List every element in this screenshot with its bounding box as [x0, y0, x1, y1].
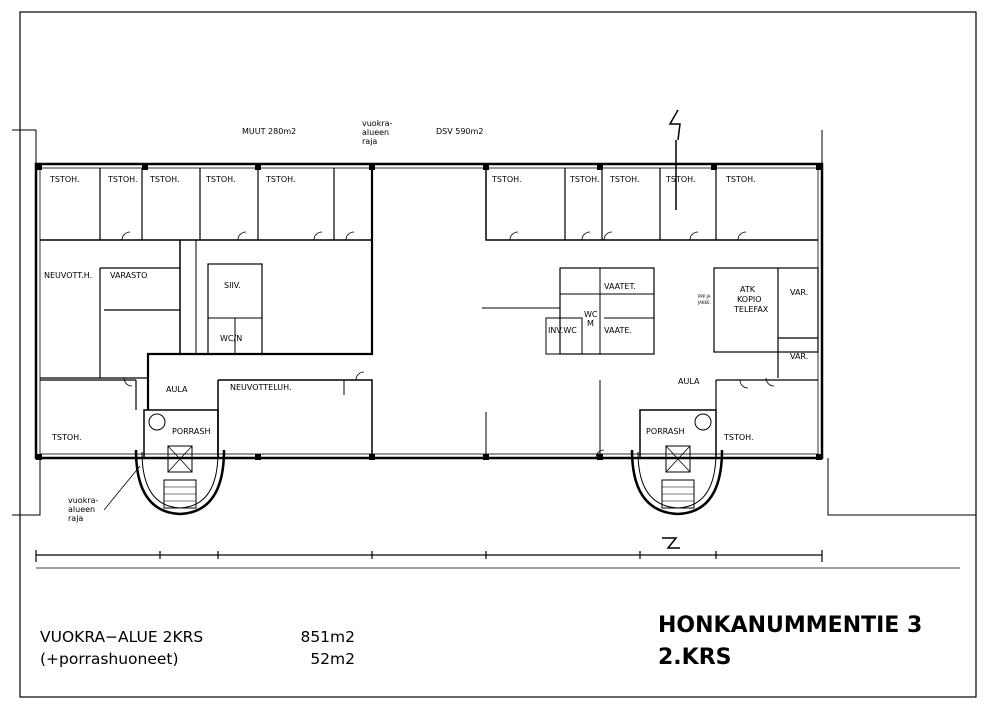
room-labels: TSTOH. TSTOH. TSTOH. TSTOH. TSTOH. TSTOH…: [44, 175, 808, 442]
room-var-2: VAR.: [790, 352, 808, 361]
room-tstoh: TSTOH.: [723, 433, 754, 442]
room-porrash-right: PORRASH: [646, 427, 684, 436]
boundary-label-bottom-3: raja: [68, 514, 83, 523]
room-wc-n: WC/N: [220, 334, 242, 343]
room-siiv: SIIV.: [224, 281, 241, 290]
room-tstoh: TSTOH.: [665, 175, 696, 184]
boundary-label-bottom-1: vuokra-: [68, 496, 99, 505]
room-tstoh: TSTOH.: [205, 175, 236, 184]
room-atk-3: TELEFAX: [733, 305, 769, 314]
room-tstoh: TSTOH.: [49, 175, 80, 184]
room-ppp-2: JAKKE.: [697, 300, 711, 305]
title-block: HONKANUMMENTIE 3 2.KRS: [658, 613, 922, 670]
room-wc-m-2: M: [587, 319, 594, 328]
room-atk-1: ATK: [740, 285, 756, 294]
room-porrash-left: PORRASH: [172, 427, 210, 436]
door-swings: [121, 231, 775, 459]
dsv-area-label: DSV 590m2: [436, 127, 483, 136]
summary-line2-value: 52m2: [310, 650, 355, 668]
room-wc-m-1: WC: [584, 310, 598, 319]
room-neuvotteluh: NEUVOTTELUH.: [230, 383, 292, 392]
stair-tower-right: [630, 409, 724, 516]
floor-title: 2.KRS: [658, 645, 732, 670]
boundary-label-top-1: vuokra-: [362, 119, 393, 128]
summary-line2-label: (+porrashuoneet): [40, 650, 179, 668]
structural-columns: [36, 164, 822, 460]
room-tstoh: TSTOH.: [149, 175, 180, 184]
boundary-label-top-3: raja: [362, 137, 377, 146]
stair-tower-left: [134, 409, 226, 516]
room-tstoh: TSTOH.: [725, 175, 756, 184]
room-tstoh: TSTOH.: [609, 175, 640, 184]
room-varasto: VARASTO: [110, 271, 147, 280]
boundary-pointer: [103, 465, 141, 511]
room-vaatet: VAATET.: [604, 282, 636, 291]
room-tstoh: TSTOH.: [569, 175, 600, 184]
summary-line1-value: 851m2: [300, 628, 355, 646]
room-aula-left: AULA: [166, 385, 188, 394]
room-ppp-1: PPP JA: [698, 294, 711, 299]
muut-area-label: MUUT 280m2: [242, 127, 296, 136]
area-labels: MUUT 280m2 DSV 590m2 vuokra- alueen raja…: [68, 119, 483, 523]
room-tstoh: TSTOH.: [51, 433, 82, 442]
area-summary: VUOKRA−ALUE 2KRS 851m2 (+porrashuoneet) …: [40, 628, 355, 668]
room-aula-right: AULA: [678, 377, 700, 386]
building-outline: [12, 129, 976, 569]
address-title: HONKANUMMENTIE 3: [658, 613, 922, 638]
room-tstoh: TSTOH.: [491, 175, 522, 184]
section-marker-top: [668, 109, 681, 210]
boundary-label-top-2: alueen: [362, 128, 389, 137]
room-vaate: VAATE.: [604, 326, 632, 335]
boundary-label-bottom-2: alueen: [68, 505, 95, 514]
room-inv-wc: INV.WC: [548, 326, 577, 335]
page-border: [19, 11, 977, 698]
room-neuvott-h: NEUVOTT.H.: [44, 271, 92, 280]
room-atk-2: KOPIO: [737, 295, 762, 304]
section-marker-bottom: [662, 537, 680, 549]
room-tstoh: TSTOH.: [107, 175, 138, 184]
room-tstoh: TSTOH.: [265, 175, 296, 184]
summary-line1-label: VUOKRA−ALUE 2KRS: [40, 628, 203, 646]
room-var-1: VAR.: [790, 288, 808, 297]
